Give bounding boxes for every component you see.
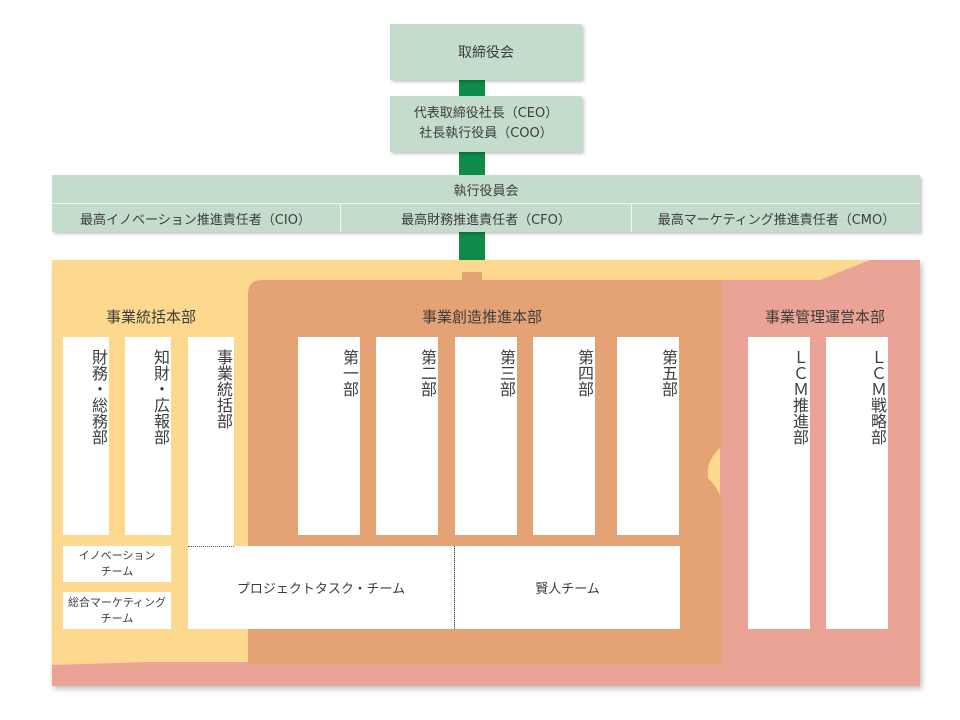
marketing-team-line1: 総合マーケティング <box>67 595 167 609</box>
dept-5: 第五部 <box>617 337 679 535</box>
officer-cfo-label: 最高財務推進責任者（CFO） <box>401 212 571 228</box>
management-hq-label: 事業管理運営本部 <box>764 307 885 326</box>
project-task-team: プロジェクトタスク・チーム <box>188 546 454 629</box>
dept-ip-pr-label: 知財・広報部 <box>151 349 170 445</box>
board-label: 取締役会 <box>458 45 514 61</box>
officer-cmo: 最高マーケティング推進責任者（CMO） <box>631 204 921 232</box>
management-hq-region <box>52 260 920 686</box>
divider <box>52 203 920 204</box>
marketing-team-line2: チーム <box>100 611 134 625</box>
dept-3-label: 第三部 <box>497 349 516 397</box>
integration-hq-label: 事業統括本部 <box>105 307 196 326</box>
dept-lcm-promotion: ＬＣＭ推進部 <box>748 337 810 629</box>
coo-title: 社長執行役員（COO） <box>419 126 553 141</box>
dept-lcm-promotion-label: ＬＣＭ推進部 <box>790 349 809 445</box>
notch <box>462 272 482 282</box>
wisemen-team: 賢人チーム <box>455 546 680 629</box>
dept-2-label: 第二部 <box>418 349 437 397</box>
project-task-team-label: プロジェクトタスク・チーム <box>236 582 406 597</box>
dept-finance-label: 財務・総務部 <box>89 349 108 445</box>
management-hq-title: 事業管理運営本部 <box>740 304 910 328</box>
dept-finance-general-affairs: 財務・総務部 <box>63 337 109 535</box>
executive-committee-box: 執行役員会 最高イノベーション推進責任者（CIO） 最高財務推進責任者（CFO）… <box>52 175 920 232</box>
dotted-divider-vertical <box>454 546 455 629</box>
creation-hq-label: 事業創造推進本部 <box>421 307 542 326</box>
innovation-team-line1: イノベーション <box>78 549 156 562</box>
creation-hq-title: 事業創造推進本部 <box>262 304 702 328</box>
officer-cio-label: 最高イノベーション推進責任者（CIO） <box>80 212 311 228</box>
dept-lcm-strategy: ＬＣＭ戦略部 <box>826 337 888 629</box>
executive-committee-label: 執行役員会 <box>453 183 519 199</box>
innovation-team-line2: チーム <box>100 565 134 578</box>
dept-5-label: 第五部 <box>659 349 678 397</box>
dept-business-integration-label: 事業統括部 <box>214 349 233 429</box>
dotted-divider-horizontal <box>188 546 234 547</box>
dept-lcm-strategy-label: ＬＣＭ戦略部 <box>868 349 887 445</box>
officer-cmo-label: 最高マーケティング推進責任者（CMO） <box>657 212 896 228</box>
dept-1: 第一部 <box>298 337 360 535</box>
dept-2: 第二部 <box>376 337 438 535</box>
ceo-title: 代表取締役社長（CEO） <box>413 106 559 121</box>
ceo-box: 代表取締役社長（CEO） 社長執行役員（COO） <box>390 96 582 152</box>
officer-cfo: 最高財務推進責任者（CFO） <box>340 204 631 232</box>
wisemen-team-label: 賢人チーム <box>535 582 600 597</box>
dept-4-label: 第四部 <box>575 349 594 397</box>
board-of-directors-box: 取締役会 <box>390 24 582 80</box>
dept-business-integration: 事業統括部 <box>188 337 234 547</box>
innovation-team: イノベーション チーム <box>63 546 171 582</box>
integration-hq-title: 事業統括本部 <box>56 304 246 328</box>
executive-committee-title: 執行役員会 <box>52 175 920 203</box>
officer-cio: 最高イノベーション推進責任者（CIO） <box>52 204 339 232</box>
dept-1-label: 第一部 <box>340 349 359 397</box>
dept-4: 第四部 <box>533 337 595 535</box>
dept-3: 第三部 <box>455 337 517 535</box>
dept-ip-pr: 知財・広報部 <box>125 337 171 535</box>
marketing-team: 総合マーケティング チーム <box>63 592 171 629</box>
